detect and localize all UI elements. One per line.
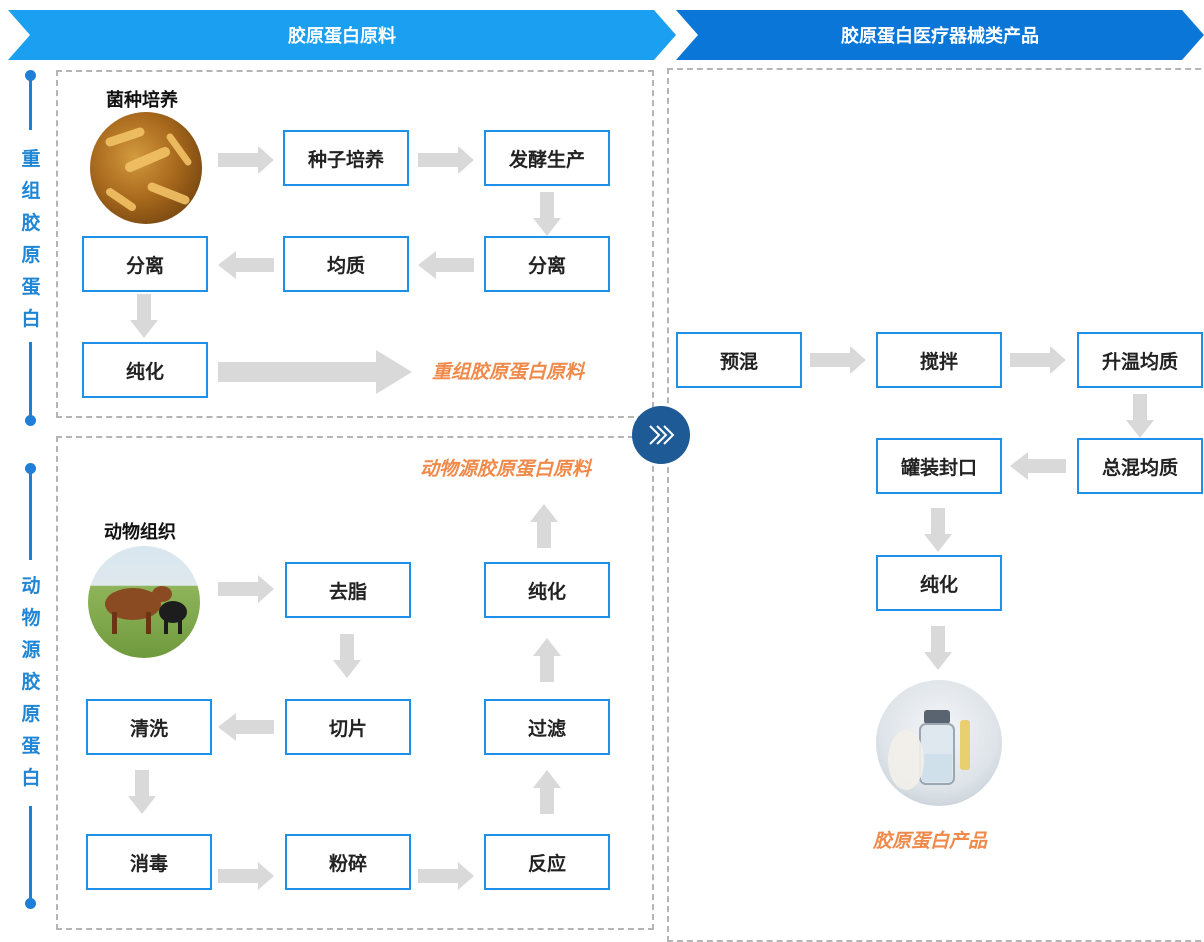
arrow-down (333, 634, 361, 678)
step-degreasing: 去脂 (285, 562, 411, 618)
arrow-down (1126, 394, 1154, 438)
cattle-image (88, 546, 200, 658)
banner-medical-device-title: 胶原蛋白医疗器械类产品 (841, 26, 1039, 47)
bacteria-icon (105, 127, 192, 211)
step-heat-homogenization: 升温均质 (1077, 332, 1203, 388)
arrow-right-long (218, 350, 412, 394)
step-seed-culture: 种子培养 (283, 130, 409, 186)
animal-tissue-label: 动物组织 (104, 522, 176, 543)
step-homogenization: 均质 (283, 236, 409, 292)
timeline-line (29, 470, 32, 560)
arrow-left (218, 713, 274, 741)
side-label-recombinant: 重组胶原蛋白 (21, 148, 41, 330)
side-label-animal: 动物源胶原蛋白 (21, 575, 41, 789)
step-stirring: 搅拌 (876, 332, 1002, 388)
output-collagen-product: 胶原蛋白产品 (873, 830, 988, 852)
arrow-up (533, 638, 561, 682)
step-total-mix-homogenization: 总混均质 (1077, 438, 1203, 494)
timeline-line (29, 806, 32, 902)
recombinant-region (56, 70, 654, 418)
arrow-down (128, 770, 156, 814)
step-separation: 分离 (82, 236, 208, 292)
timeline-line (29, 342, 32, 418)
arrow-right (218, 862, 274, 890)
banner-raw-material: 胶原蛋白原料 (8, 10, 676, 60)
step-purification: 纯化 (82, 342, 208, 398)
step-separation: 分离 (484, 236, 610, 292)
arrow-up (533, 770, 561, 814)
arrow-down (130, 294, 158, 338)
arrow-right (218, 575, 274, 603)
step-fermentation: 发酵生产 (484, 130, 610, 186)
step-washing: 清洗 (86, 699, 212, 755)
step-slicing: 切片 (285, 699, 411, 755)
step-fill-and-seal: 罐装封口 (876, 438, 1002, 494)
arrow-down (924, 626, 952, 670)
bacteria-image (90, 112, 202, 224)
step-reaction: 反应 (484, 834, 610, 890)
vial-icon (888, 710, 970, 790)
timeline-dot (25, 898, 36, 909)
arrow-right (1010, 346, 1066, 374)
arrow-down (533, 192, 561, 236)
arrow-right (418, 862, 474, 890)
output-recombinant-collagen: 重组胶原蛋白原料 (432, 361, 585, 383)
step-crushing: 粉碎 (285, 834, 411, 890)
step-premix: 预混 (676, 332, 802, 388)
arrow-left (418, 251, 474, 279)
step-disinfection: 消毒 (86, 834, 212, 890)
arrow-up (530, 504, 558, 548)
timeline-dot (25, 415, 36, 426)
banner-raw-material-title: 胶原蛋白原料 (288, 26, 396, 47)
arrow-right (810, 346, 866, 374)
timeline-dot (25, 70, 36, 81)
arrow-left (218, 251, 274, 279)
arrow-right (418, 146, 474, 174)
step-filtration: 过滤 (484, 699, 610, 755)
timeline-line (29, 78, 32, 130)
timeline-dot (25, 463, 36, 474)
arrow-down (924, 508, 952, 552)
arrow-left (1010, 452, 1066, 480)
step-purification: 纯化 (876, 555, 1002, 611)
chevron-right-icon (632, 406, 690, 464)
flow-arrows (128, 146, 1154, 890)
bacteria-culture-label: 菌种培养 (106, 90, 178, 111)
cattle-icon (105, 586, 187, 634)
step-purification: 纯化 (484, 562, 610, 618)
output-animal-collagen: 动物源胶原蛋白原料 (420, 458, 592, 480)
arrow-right (218, 146, 274, 174)
vial-image (876, 680, 1002, 806)
banner-medical-device-products: 胶原蛋白医疗器械类产品 (676, 10, 1204, 60)
